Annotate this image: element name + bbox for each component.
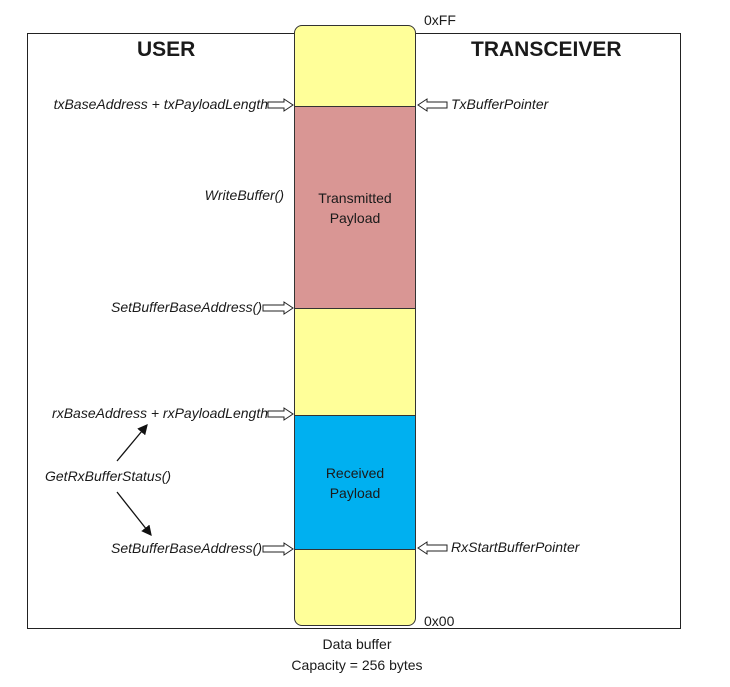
- set-base-address-tx-label: SetBufferBaseAddress(): [111, 299, 262, 315]
- rx-start-buffer-pointer-label: RxStartBufferPointer: [451, 539, 580, 555]
- received-payload-segment: Received Payload: [295, 415, 415, 550]
- transmitted-payload-segment: Transmitted Payload: [295, 106, 415, 309]
- status-to-base-rx-arrow: [116, 491, 152, 537]
- caption-capacity: Capacity = 256 bytes: [291, 657, 423, 673]
- arrow-tx-pointer-icon: [417, 98, 448, 112]
- rx-end-address-label: rxBaseAddress + rxPayloadLength: [52, 405, 268, 421]
- get-rx-buffer-status-label: GetRxBufferStatus(): [45, 468, 172, 484]
- arrow-rx-end-icon: [267, 407, 294, 421]
- transceiver-column-title: TRANSCEIVER: [471, 38, 622, 61]
- caption-title: Data buffer: [322, 636, 392, 652]
- status-to-rx-end-arrow: [116, 424, 148, 462]
- received-payload-label: Received Payload: [325, 464, 385, 501]
- set-base-address-rx-label: SetBufferBaseAddress(): [111, 540, 262, 556]
- tx-end-address-label: txBaseAddress + txPayloadLength: [53, 96, 268, 112]
- arrow-rx-pointer-icon: [417, 541, 448, 555]
- arrow-set-base-tx-icon: [262, 301, 294, 315]
- user-column-title: USER: [137, 38, 196, 61]
- tx-buffer-pointer-label: TxBufferPointer: [451, 96, 549, 112]
- data-buffer: Transmitted Payload Received Payload: [294, 25, 416, 626]
- transmitted-payload-label: Transmitted Payload: [318, 189, 392, 226]
- write-buffer-label: WriteBuffer(): [204, 187, 284, 203]
- arrow-tx-end-icon: [267, 98, 294, 112]
- address-bottom-label: 0x00: [424, 613, 455, 629]
- arrow-set-base-rx-icon: [262, 542, 294, 556]
- address-top-label: 0xFF: [424, 12, 456, 28]
